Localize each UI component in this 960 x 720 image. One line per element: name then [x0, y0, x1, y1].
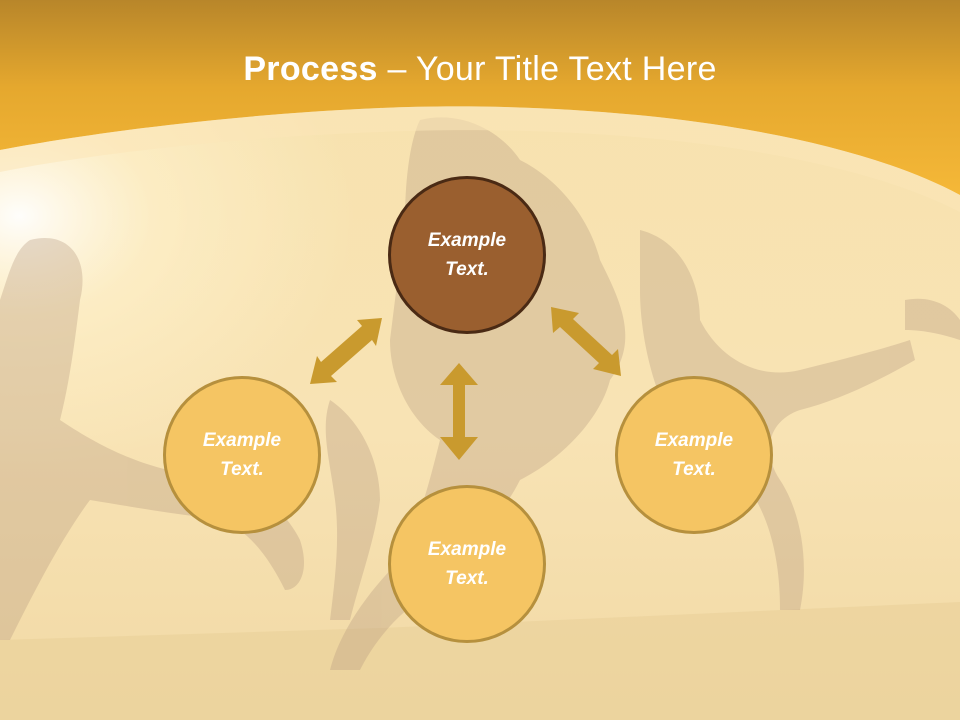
process-node-top[interactable]: Example Text. — [388, 176, 546, 334]
title-bold-part: Process — [243, 50, 378, 88]
process-node-left[interactable]: Example Text. — [163, 376, 321, 534]
process-node-bottom[interactable]: Example Text. — [388, 485, 546, 643]
arrow-top-right — [551, 307, 621, 376]
ground-band — [0, 602, 960, 720]
header-swoosh — [0, 106, 960, 212]
header-band — [0, 0, 960, 195]
node-label: Example Text. — [654, 430, 734, 480]
node-label: Example Text. — [427, 539, 507, 589]
slide-title: Process – Your Title Text Here — [0, 50, 960, 89]
arrow-top-bottom — [440, 363, 478, 460]
node-label: Example Text. — [202, 430, 282, 480]
title-rest-part: – Your Title Text Here — [377, 50, 717, 88]
node-label: Example Text. — [427, 230, 507, 280]
arrow-top-left — [310, 318, 382, 384]
process-node-right[interactable]: Example Text. — [615, 376, 773, 534]
